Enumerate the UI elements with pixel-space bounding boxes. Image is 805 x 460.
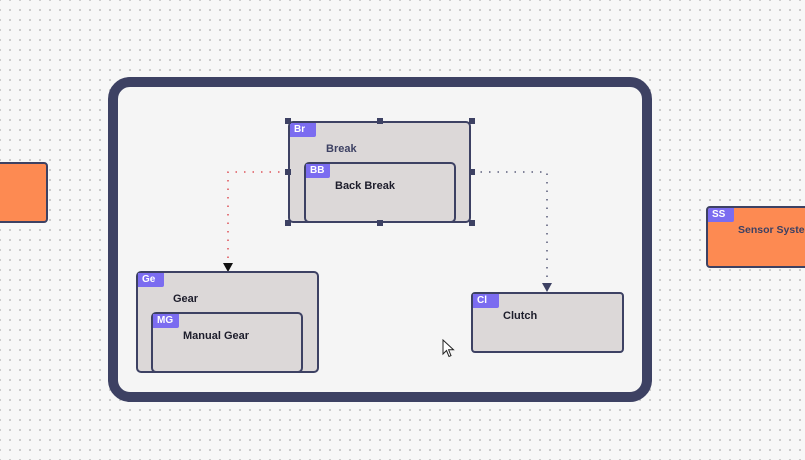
node-back-break[interactable]: BB Back Break — [304, 162, 456, 223]
arrowhead-gear — [223, 263, 233, 272]
node-label: Sensor System — [738, 224, 805, 236]
arrowhead-clutch — [542, 283, 552, 292]
node-clutch[interactable]: Cl Clutch — [471, 292, 624, 353]
resize-handle-ne[interactable] — [469, 118, 475, 124]
mouse-pointer-icon — [442, 339, 455, 358]
resize-handle-e[interactable] — [469, 169, 475, 175]
node-label: Back Break — [335, 180, 395, 192]
resize-handle-nw[interactable] — [285, 118, 291, 124]
resize-handle-s[interactable] — [377, 220, 383, 226]
resize-handle-se[interactable] — [469, 220, 475, 226]
node-label: Manual Gear — [183, 330, 250, 342]
resize-handle-n[interactable] — [377, 118, 383, 124]
node-label: Break — [326, 143, 357, 155]
resize-handle-w[interactable] — [285, 169, 291, 175]
resize-handle-sw[interactable] — [285, 220, 291, 226]
node-badge: MG — [153, 314, 179, 328]
node-label: Clutch — [503, 310, 538, 322]
connector-break-to-gear[interactable] — [227, 171, 288, 265]
connector-break-to-clutch[interactable] — [472, 171, 548, 284]
node-badge: Br — [290, 123, 316, 137]
offscreen-left-node[interactable] — [0, 162, 48, 223]
node-badge: SS — [708, 208, 734, 222]
node-badge: BB — [306, 164, 330, 178]
node-label: Gear — [173, 293, 199, 305]
node-sensor-system[interactable]: SS Sensor System — [706, 206, 805, 268]
node-badge: Ge — [138, 273, 164, 287]
node-manual-gear[interactable]: MG Manual Gear — [151, 312, 303, 373]
node-badge: Cl — [473, 294, 499, 308]
